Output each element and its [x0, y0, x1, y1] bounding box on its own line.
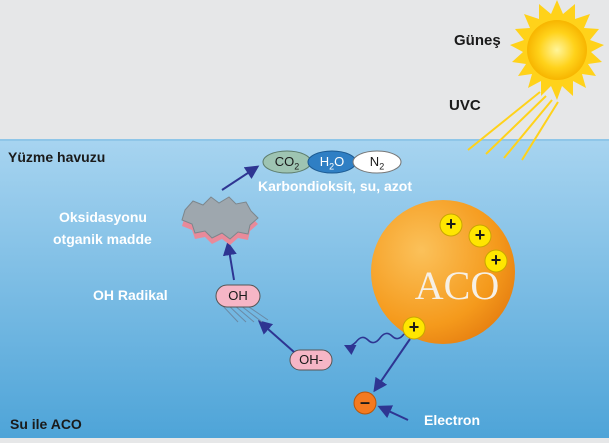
co2-label: CO2: [274, 154, 300, 172]
sun-icon: [510, 0, 604, 100]
h2o-label: H2O: [319, 154, 345, 172]
oh-radical-label: OH Radikal: [93, 287, 168, 303]
n2-label: N2: [369, 154, 385, 172]
plus-glyph-2: +: [474, 225, 486, 245]
oh-minus-pill-label: OH-: [299, 352, 323, 367]
oh-minus-pill: [289, 349, 333, 371]
oxidized-label-line1: Oksidasyonu: [59, 209, 147, 225]
minus-glyph: –: [359, 392, 370, 412]
plus-glyph-3: +: [490, 250, 502, 270]
n2-pill: [352, 150, 402, 174]
sun-label: Güneş: [454, 32, 501, 49]
electron-icon: [353, 391, 377, 415]
aco-water-label: Su ile ACO: [10, 416, 82, 432]
arrow-to-electron: [373, 338, 411, 393]
oh-pill-label: OH: [228, 288, 248, 303]
plus-charge-3: [484, 249, 508, 273]
wave-arrow: [343, 332, 405, 356]
arrow-oh-to-oxidized: [222, 241, 237, 281]
plus-charge-2: [468, 224, 492, 248]
arrow-electron-label: [377, 405, 409, 421]
plus-glyph-1: +: [445, 214, 457, 234]
oxidized-matter-icon: [181, 196, 259, 245]
arrow-to-products: [221, 165, 260, 191]
uvc-rays: [467, 91, 559, 161]
plus-glyph-4: +: [408, 317, 420, 337]
pool-label: Yüzme havuzu: [8, 149, 106, 165]
arrow-ohminus-to-oh: [257, 320, 295, 353]
oh-radical-pill: [215, 284, 261, 308]
electron-label: Electron: [424, 412, 481, 428]
oh-radical-streaks: [221, 304, 269, 323]
plus-charge-4: [402, 316, 426, 340]
sky-background: [0, 0, 609, 140]
products-label: Karbondioksit, su, azot: [258, 178, 413, 194]
uvc-label: UVC: [449, 97, 481, 114]
plus-charge-1: [439, 213, 463, 237]
oxidized-label-line2: otganik madde: [53, 231, 152, 247]
aco-label: ACO: [414, 263, 500, 308]
